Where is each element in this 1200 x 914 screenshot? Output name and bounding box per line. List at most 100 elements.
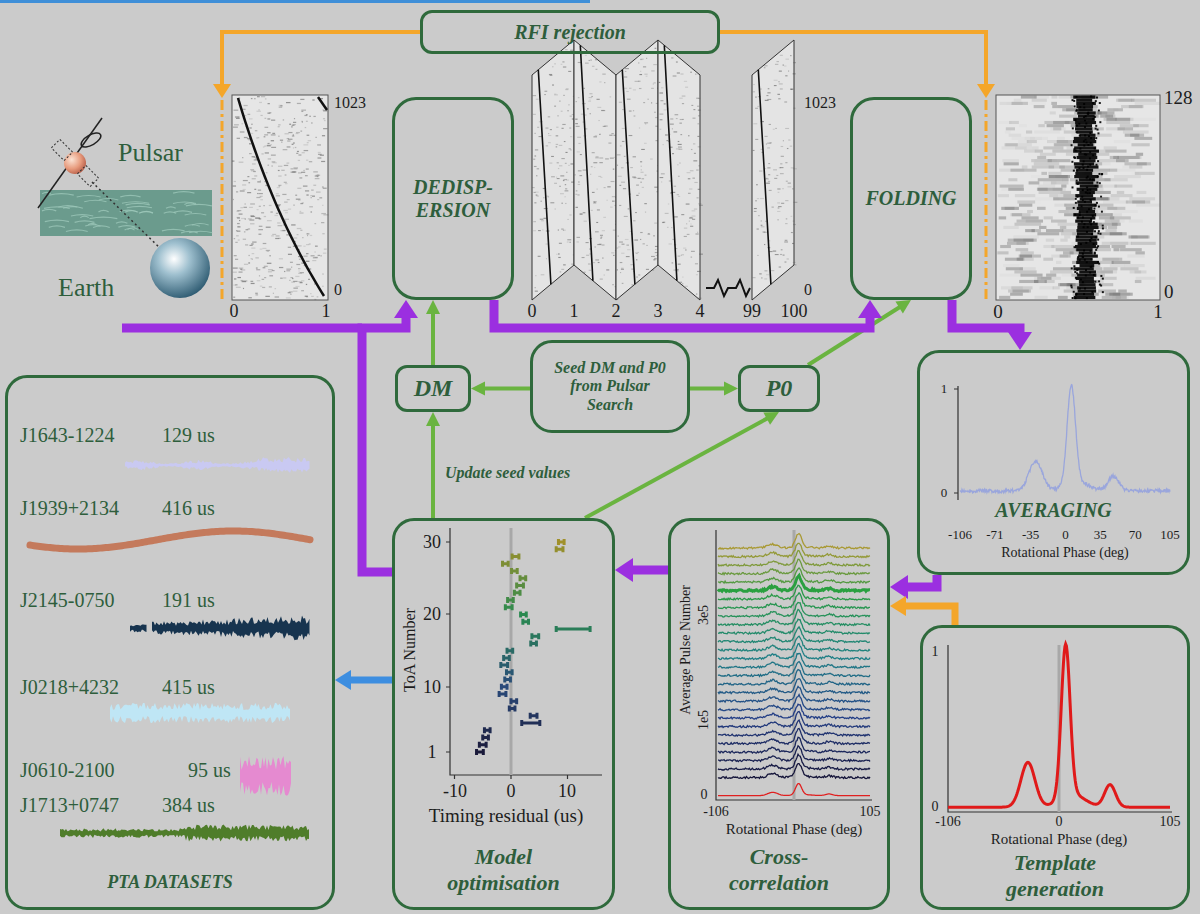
- noise-speck: [662, 144, 663, 145]
- connector: [426, 300, 440, 365]
- noise-speck: [271, 134, 276, 135]
- panel-face: [616, 40, 658, 300]
- noise-speck: [242, 123, 243, 124]
- noise-speck: [1112, 245, 1126, 248]
- noise-speck: [254, 189, 256, 190]
- noise-speck: [1136, 153, 1143, 156]
- noise-speck: [535, 149, 538, 150]
- noise-speck: [561, 158, 564, 159]
- noise-speck: [244, 264, 248, 265]
- noise-speck: [630, 231, 631, 232]
- noise-speck: [258, 109, 260, 110]
- noise-speck: [624, 156, 626, 157]
- noise-speck: [1114, 140, 1131, 143]
- connector-line: [482, 387, 530, 391]
- noise-speck: [1093, 208, 1095, 210]
- noise-speck: [1095, 249, 1097, 251]
- noise-speck: [549, 74, 552, 75]
- noise-speck: [264, 136, 266, 137]
- noise-speck: [303, 256, 307, 257]
- noise-speck: [644, 203, 647, 204]
- noise-speck: [266, 227, 271, 228]
- noise-speck: [556, 144, 558, 145]
- noise-speck: [687, 234, 690, 235]
- noise-speck: [324, 249, 327, 250]
- noise-speck: [1008, 188, 1024, 191]
- noise-speck: [604, 187, 606, 188]
- noise-speck: [248, 218, 252, 219]
- noise-speck: [645, 175, 647, 176]
- noise-speck: [766, 143, 767, 144]
- noise-speck: [636, 253, 638, 254]
- noise-speck: [1074, 105, 1076, 107]
- noise-speck: [626, 91, 628, 92]
- noise-speck: [554, 106, 556, 107]
- profile-trace: [718, 543, 870, 557]
- noise-speck: [243, 105, 247, 106]
- noise-speck: [664, 109, 667, 110]
- noise-speck: [1078, 289, 1097, 292]
- noise-speck: [599, 134, 600, 135]
- noise-speck: [757, 198, 759, 199]
- dispersed-pulse-plot: [232, 96, 328, 300]
- noise-speck: [627, 249, 630, 250]
- noise-speck: [262, 248, 266, 249]
- noise-speck: [1096, 258, 1119, 261]
- noise-speck: [583, 88, 584, 89]
- noise-speck: [315, 178, 320, 179]
- rfi-arrowhead: [213, 84, 231, 98]
- noise-speck: [690, 226, 693, 227]
- noise-speck: [1075, 127, 1092, 130]
- noise-speck: [314, 251, 316, 252]
- noise-speck: [278, 175, 281, 176]
- noise-speck: [690, 170, 694, 171]
- noise-speck: [234, 181, 236, 182]
- noise-speck: [599, 157, 603, 158]
- noise-speck: [793, 168, 797, 169]
- noise-speck: [1006, 127, 1015, 130]
- noise-speck: [284, 202, 288, 203]
- connector-line: [690, 387, 727, 391]
- noise-speck: [757, 255, 758, 256]
- noise-speck: [295, 286, 299, 287]
- noise-speck: [260, 199, 263, 200]
- profile-trace: [718, 603, 870, 618]
- noise-speck: [306, 121, 308, 122]
- noise-speck: [251, 133, 253, 134]
- arrowhead: [471, 382, 485, 396]
- noise-speck: [245, 218, 246, 219]
- noise-speck: [694, 182, 697, 183]
- noise-speck: [271, 235, 274, 236]
- noise-speck: [756, 184, 758, 185]
- noise-speck: [593, 136, 597, 137]
- noise-speck: [1064, 289, 1077, 292]
- noise-speck: [269, 112, 271, 113]
- noise-speck: [256, 111, 260, 112]
- noise-speck: [1136, 277, 1156, 280]
- noise-speck: [1082, 164, 1084, 166]
- noise-speck: [1019, 124, 1027, 127]
- noise-speck: [636, 277, 638, 278]
- noise-speck: [237, 223, 240, 224]
- noise-speck: [293, 237, 297, 238]
- noise-speck: [1089, 178, 1091, 180]
- noise-speck: [1087, 226, 1089, 228]
- noise-speck: [1015, 200, 1041, 203]
- error-bar: [508, 597, 514, 603]
- noise-speck: [1046, 274, 1056, 277]
- noise-speck: [1097, 129, 1099, 131]
- noise-speck: [548, 135, 551, 136]
- noise-speck: [759, 273, 762, 274]
- noise-speck: [1006, 267, 1023, 270]
- noise-speck: [632, 176, 636, 177]
- noise-speck: [300, 230, 302, 231]
- noise-speck: [235, 116, 240, 117]
- noise-speck: [249, 143, 251, 144]
- noise-speck: [1114, 185, 1132, 188]
- arrowhead: [724, 382, 738, 396]
- noise-speck: [1079, 106, 1081, 108]
- noise-speck: [255, 257, 258, 258]
- noise-speck: [1043, 258, 1053, 261]
- noise-speck: [1105, 150, 1126, 153]
- noise-speck: [695, 74, 696, 75]
